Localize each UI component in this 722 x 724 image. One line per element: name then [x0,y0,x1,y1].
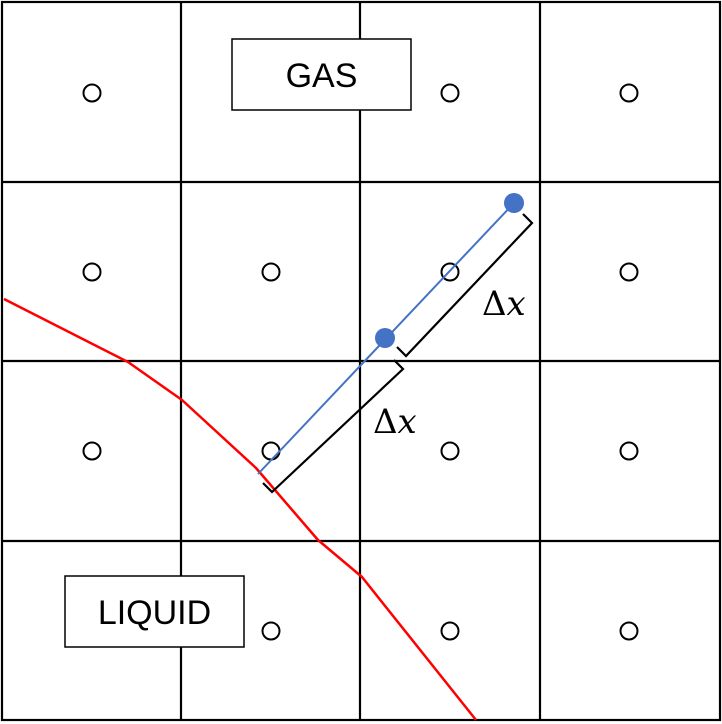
gas-label: GAS [231,38,412,111]
spacing-bracket-lower [262,359,405,494]
cell-centers [82,83,639,641]
spacing-bracket-upper [396,213,534,358]
liquid-label-text: LIQUID [98,594,211,632]
cell-center [82,83,102,103]
gas-label-text: GAS [286,57,358,95]
cell-center [440,621,460,641]
cell-center [440,441,460,461]
liquid-label: LIQUID [64,575,245,648]
cell-center [261,262,281,282]
cell-center [82,441,102,461]
cell-center [261,441,281,461]
cell-center [82,262,102,282]
cell-center [619,621,639,641]
cell-center [261,621,281,641]
spacing-label-lower: Δ𝑥 [373,402,417,442]
cell-center [619,441,639,461]
cell-center [619,83,639,103]
probe-point-near [375,328,395,348]
cell-center [619,262,639,282]
probe-point-far [504,193,524,213]
interface-curve [3,297,477,721]
gas-label-box [231,38,412,111]
spacing-label-upper: Δ𝑥 [482,284,526,324]
cell-center [440,83,460,103]
liquid-label-box [64,575,245,648]
